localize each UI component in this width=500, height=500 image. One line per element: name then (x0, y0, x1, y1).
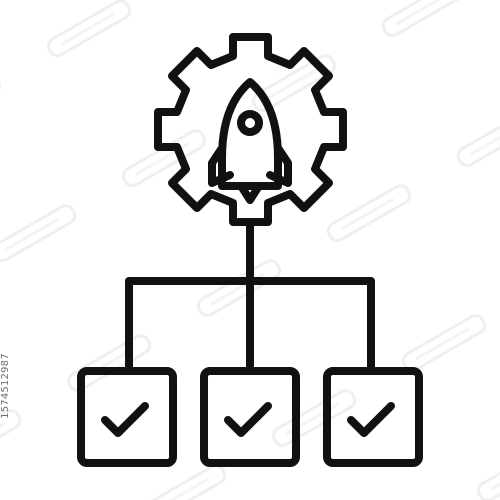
rocket-window-icon (237, 110, 263, 136)
rocket-icon (208, 78, 292, 204)
center-checkbox-frame (200, 367, 300, 467)
left-checkbox-frame (77, 367, 177, 467)
check-icon (347, 402, 395, 437)
stock-id-text: 1574512987 (0, 353, 11, 419)
gear-icon (154, 33, 347, 226)
right-checkbox-frame (323, 367, 423, 467)
check-icon (224, 402, 272, 437)
hierarchy-connector-icon (125, 222, 375, 371)
check-icon (101, 402, 149, 437)
